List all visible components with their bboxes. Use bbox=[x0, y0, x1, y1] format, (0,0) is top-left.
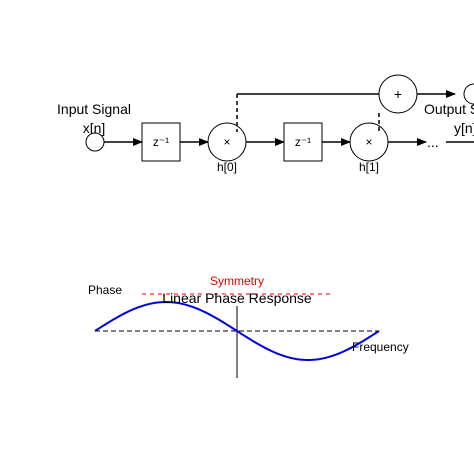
fir-filter-diagram: Input Signal x[n] z⁻¹ × h[0] z⁻¹ × h[1] … bbox=[57, 74, 474, 174]
symmetry-annotation: Symmetry bbox=[210, 274, 264, 288]
output-var-label: y[n] bbox=[454, 120, 474, 136]
coefficient-h0-label: h[0] bbox=[217, 160, 237, 174]
multiplier-1-symbol: × bbox=[223, 135, 230, 149]
plot-title: Linear Phase Response bbox=[162, 290, 312, 306]
linear-phase-plot: Symmetry Linear Phase Response Phase Fre… bbox=[88, 274, 409, 378]
output-signal-label: Output S bbox=[424, 101, 474, 117]
coefficient-h1-label: h[1] bbox=[359, 160, 379, 174]
input-var-label: x[n] bbox=[83, 120, 106, 136]
multiplier-2-symbol: × bbox=[365, 135, 372, 149]
adder-symbol: + bbox=[394, 86, 402, 102]
delay-2-label: z⁻¹ bbox=[295, 135, 311, 149]
frequency-axis-label: Frequency bbox=[352, 340, 409, 354]
input-signal-label: Input Signal bbox=[57, 101, 131, 117]
delay-block-2 bbox=[283, 122, 323, 162]
phase-axis-label: Phase bbox=[88, 283, 122, 297]
delay-1-label: z⁻¹ bbox=[153, 135, 169, 149]
input-node bbox=[85, 132, 105, 152]
continuation-ellipsis: ... bbox=[427, 134, 439, 150]
output-node bbox=[463, 83, 474, 105]
phase-curve bbox=[94, 300, 380, 362]
